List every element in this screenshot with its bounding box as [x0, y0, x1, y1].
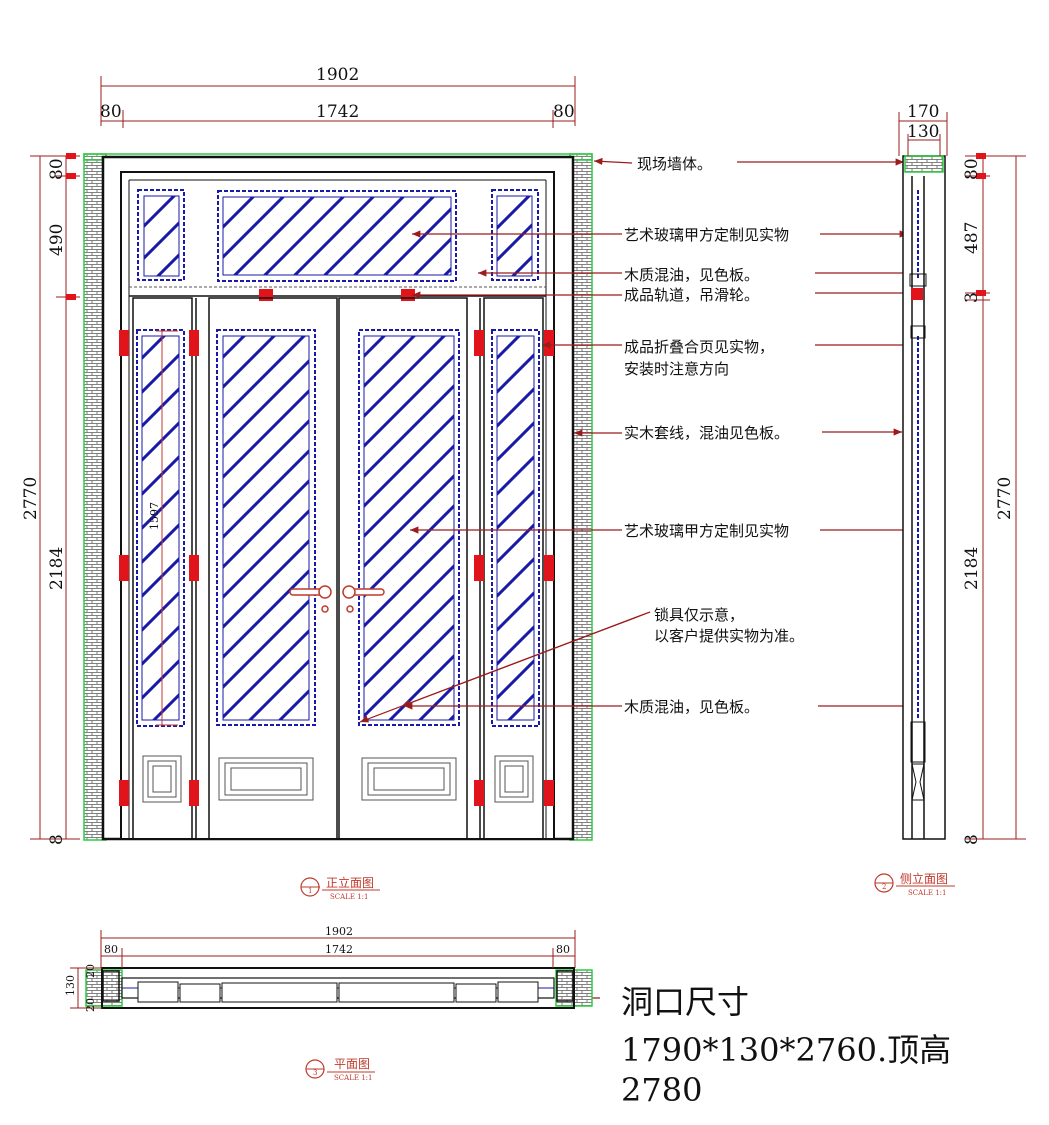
dim-plan-total: 1902 — [325, 925, 353, 938]
note-wood-bottom: 木质混油，见色板。 — [624, 698, 759, 716]
note-hinge-1: 成品折叠合页见实物， — [624, 338, 774, 356]
dim-side-inner: 130 — [907, 122, 939, 142]
front-elevation: 1597 — [83, 153, 593, 841]
view-front-scale: SCALE 1:1 — [330, 893, 368, 901]
dim-side-right-lower: 2184 — [962, 547, 982, 590]
view-plan-scale: SCALE 1:1 — [334, 1074, 372, 1082]
note-trim: 实木套线，混油见色板。 — [624, 424, 789, 442]
opening-line1: 1790*130*2760.顶高 — [621, 1031, 951, 1069]
plan-dimensions — [70, 930, 576, 1009]
dim-side-right-total: 2770 — [995, 477, 1015, 520]
dim-plan-depth: 130 — [64, 975, 77, 996]
svg-text:2: 2 — [882, 883, 886, 891]
dim-left-top: 80 — [47, 158, 67, 180]
dim-left-upper: 490 — [47, 224, 67, 256]
dim-plan-inner: 1742 — [325, 943, 353, 956]
front-dimensions — [30, 76, 576, 840]
view-title-front: 1 正立面图 SCALE 1:1 — [300, 875, 380, 901]
bottom-panels — [142, 755, 534, 803]
svg-text:3: 3 — [313, 1069, 317, 1077]
view-front-title: 正立面图 — [326, 875, 374, 890]
note-wall: 现场墙体。 — [637, 155, 712, 173]
transom-glass-left — [137, 189, 185, 281]
dim-top-total: 1902 — [316, 65, 359, 85]
dim-inner-leaf: 1597 — [148, 502, 161, 530]
view-side-title: 侧立面图 — [900, 871, 948, 886]
view-title-side: 2 侧立面图 SCALE 1:1 — [874, 871, 955, 897]
dim-left-lower: 2184 — [47, 547, 67, 590]
note-glass-top: 艺术玻璃甲方定制见实物 — [624, 226, 789, 244]
dim-plan-a: 20 — [84, 964, 97, 978]
note-track: 成品轨道，吊滑轮。 — [624, 286, 759, 304]
dim-side-right-bottom: 8 — [962, 834, 982, 845]
transom-glass-right — [491, 189, 539, 281]
lock-handles — [289, 585, 385, 613]
view-plan-title: 平面图 — [334, 1057, 370, 1071]
side-dimensions — [898, 112, 1026, 840]
dim-side-right-upper: 487 — [962, 222, 982, 254]
dim-plan-side-right: 80 — [556, 943, 570, 956]
note-glass-mid: 艺术玻璃甲方定制见实物 — [624, 522, 789, 540]
dim-left-bottom: 8 — [47, 834, 67, 845]
side-elevation — [902, 155, 946, 840]
dim-top-inner: 1742 — [316, 102, 359, 122]
leader-lines — [359, 157, 914, 1002]
glass-panel-side-left — [136, 329, 185, 727]
transom-glass-center — [217, 190, 457, 282]
glass-panel-leaf-left — [216, 329, 316, 726]
dim-plan-b: 20 — [84, 998, 97, 1012]
view-side-scale: SCALE 1:1 — [908, 889, 946, 897]
glass-panel-leaf-right — [358, 329, 460, 726]
note-lock-2: 以客户提供实物为准。 — [654, 627, 804, 645]
dim-top-side-right: 80 — [553, 102, 575, 122]
plan-view — [85, 967, 593, 1009]
dim-side-right-mid: 3 — [962, 292, 982, 303]
svg-text:1: 1 — [308, 887, 312, 895]
dim-side-right-top: 80 — [962, 158, 982, 180]
opening-title: 洞口尺寸 — [621, 983, 749, 1021]
dim-left-total: 2770 — [21, 477, 41, 520]
note-hinge-2: 安装时注意方向 — [624, 360, 729, 378]
dim-side-total: 170 — [907, 102, 939, 122]
dim-top-side-left: 80 — [100, 102, 122, 122]
opening-line2: 2780 — [621, 1071, 702, 1109]
view-title-plan: 3 平面图 SCALE 1:1 — [305, 1057, 375, 1082]
note-lock-1: 锁具仅示意， — [654, 606, 744, 624]
note-wood-top: 木质混油，见色板。 — [624, 266, 759, 284]
glass-panel-side-right — [491, 329, 540, 727]
dim-plan-side-left: 80 — [104, 943, 118, 956]
pulley-left — [259, 289, 273, 301]
